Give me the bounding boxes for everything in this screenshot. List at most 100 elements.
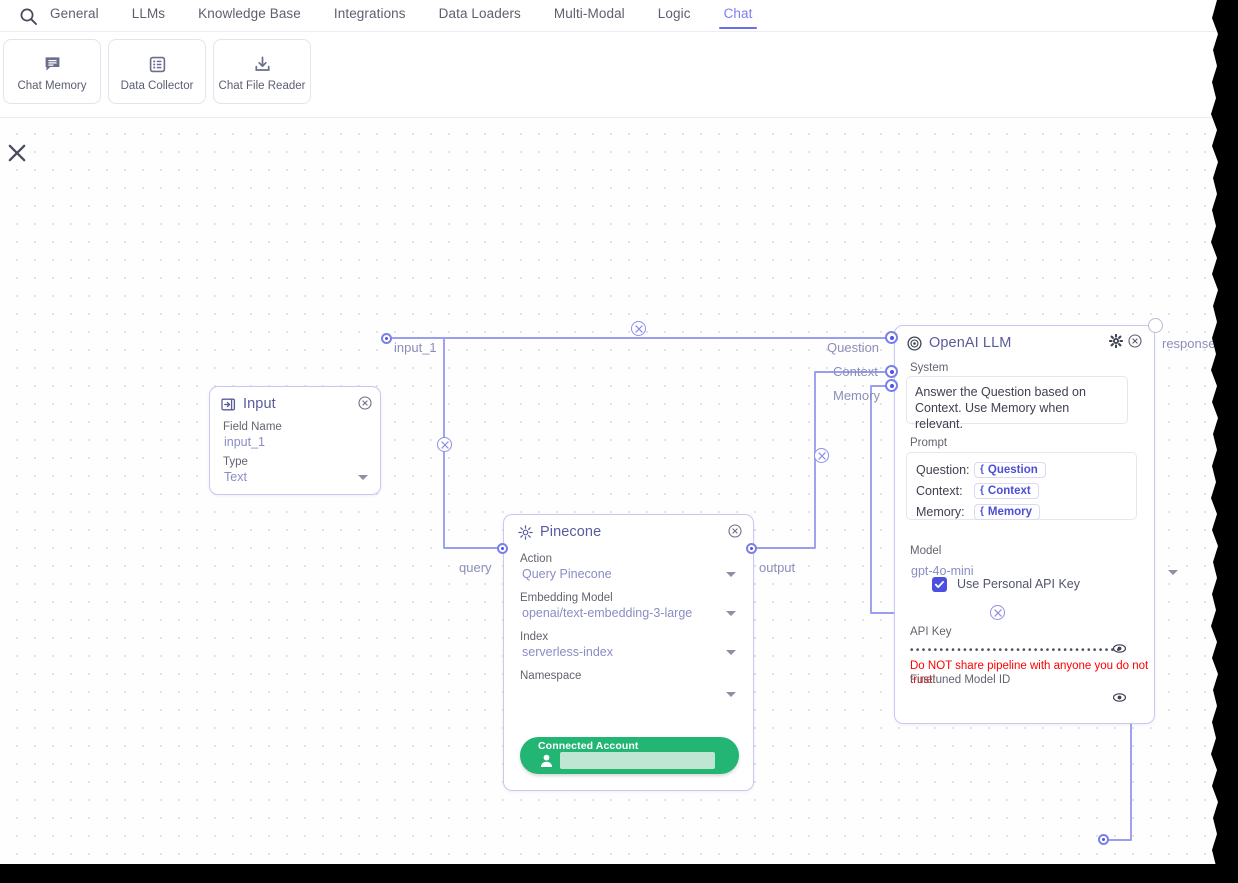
select-value: openai/text-embedding-3-large: [522, 606, 693, 620]
edge-delete-button[interactable]: [437, 437, 452, 452]
tab-logic[interactable]: Logic: [657, 5, 691, 21]
system-prompt-textarea[interactable]: Answer the Question based on Context. Us…: [906, 376, 1128, 431]
tab-llms[interactable]: LLMs: [131, 5, 166, 21]
close-icon[interactable]: [7, 143, 27, 163]
select-value: Text: [224, 470, 247, 484]
tab-multi-modal[interactable]: Multi-Modal: [553, 5, 625, 21]
tab-knowledge-base[interactable]: Knowledge Base: [198, 5, 301, 21]
edge-delete-button[interactable]: [814, 448, 829, 463]
pinecone-gear-icon: [518, 524, 533, 540]
braces-icon: {: [980, 485, 984, 496]
handle-openai-response-output[interactable]: [1148, 318, 1163, 333]
node-palette: Chat Memory Data Collector: [0, 39, 315, 104]
gear-icon[interactable]: [1108, 333, 1124, 349]
handle-openai-question-input[interactable]: [885, 331, 898, 344]
variable-chip-context[interactable]: { Context: [974, 482, 1039, 499]
field-value-type[interactable]: Text: [210, 470, 380, 484]
prompt-row-context: Context: { Context: [907, 480, 1136, 501]
chevron-down-icon: [358, 475, 368, 480]
prompt-row-question: Question: { Question: [907, 459, 1136, 480]
edge-delete-button[interactable]: [631, 321, 646, 336]
node-header: OpenAI LLM: [895, 326, 1154, 353]
palette-card-chat-file-reader[interactable]: Chat File Reader: [213, 39, 311, 104]
pipeline-canvas[interactable]: Input Field Name input_1 Type Text: [0, 118, 1224, 865]
edge-label-input-1: input_1: [394, 340, 437, 355]
connected-account-button[interactable]: Connected Account: [520, 737, 739, 774]
handle-openai-memory-input[interactable]: [885, 379, 898, 392]
field-label-api-key: API Key: [910, 626, 952, 638]
tab-general[interactable]: General: [50, 5, 99, 21]
connected-account-value: [560, 752, 715, 769]
field-value-namespace[interactable]: [504, 684, 753, 701]
node-header: Pinecone: [504, 515, 753, 542]
person-icon: [539, 753, 554, 768]
palette-card-label: Chat Memory: [17, 80, 87, 92]
field-label-namespace: Namespace: [520, 670, 582, 682]
finetuned-model-id-field[interactable]: [910, 690, 1106, 705]
variable-chip-question[interactable]: { Question: [974, 461, 1046, 478]
field-label-action: Action: [520, 553, 552, 565]
field-value-field-name[interactable]: input_1: [224, 435, 266, 449]
handle-input-output[interactable]: [381, 333, 392, 344]
chevron-down-icon: [726, 572, 736, 577]
chevron-down-icon: [726, 692, 736, 697]
chevron-down-icon: [726, 650, 736, 655]
prompt-key: Question:: [916, 462, 970, 477]
top-toolbar: General LLMs Knowledge Base Integrations…: [0, 0, 1224, 118]
tab-chat[interactable]: Chat: [718, 6, 758, 29]
chevron-down-icon: [726, 611, 736, 616]
field-label-finetuned-model-id: Finetuned Model ID: [910, 674, 1011, 686]
api-key-field[interactable]: ••••••••••••••••••••••••••••••••••••••: [910, 645, 1120, 656]
edge-label-question: Question: [827, 340, 880, 355]
tab-integrations[interactable]: Integrations: [333, 5, 406, 21]
prompt-key: Context:: [916, 483, 963, 498]
close-icon[interactable]: [1128, 334, 1142, 348]
node-title: Input: [243, 396, 276, 412]
show-finetuned-model-id-icon[interactable]: [1112, 691, 1127, 704]
use-personal-api-key-label: Use Personal API Key: [957, 577, 1080, 591]
palette-card-data-collector[interactable]: Data Collector: [108, 39, 206, 104]
show-api-key-icon[interactable]: [1112, 642, 1127, 655]
handle-pinecone-query-input[interactable]: [497, 543, 508, 554]
openai-logo-icon: [907, 335, 922, 351]
chip-label: Context: [987, 484, 1031, 497]
field-label-type: Type: [223, 456, 248, 468]
node-openai-llm[interactable]: OpenAI LLM: [894, 325, 1178, 724]
node-input[interactable]: Input Field Name input_1 Type Text: [209, 386, 381, 495]
close-icon[interactable]: [358, 396, 372, 410]
node-header-buttons: [358, 396, 372, 410]
palette-card-chat-memory[interactable]: Chat Memory: [3, 39, 101, 104]
palette-card-label: Data Collector: [120, 80, 194, 92]
field-value-action[interactable]: Query Pinecone: [504, 567, 753, 581]
chip-label: Memory: [987, 505, 1033, 518]
field-value-model[interactable]: gpt-4o-mini: [897, 564, 1178, 578]
node-pinecone[interactable]: Pinecone Action Query Pinecone Embeddin: [503, 514, 754, 791]
tab-bar-divider: [0, 31, 1224, 32]
field-value-index[interactable]: serverless-index: [504, 645, 753, 659]
use-personal-api-key-checkbox[interactable]: [932, 577, 947, 592]
edge-label-memory: Memory: [833, 388, 880, 403]
chip-label: Question: [987, 463, 1038, 476]
close-icon[interactable]: [728, 524, 742, 538]
field-value-embedding-model[interactable]: openai/text-embedding-3-large: [504, 606, 753, 620]
node-title: OpenAI LLM: [929, 335, 1012, 351]
edge-delete-button[interactable]: [990, 605, 1005, 620]
list-grid-icon: [148, 51, 167, 77]
handle-openai-context-input[interactable]: [885, 365, 898, 378]
tab-data-loaders[interactable]: Data Loaders: [438, 5, 521, 21]
handle-pinecone-output[interactable]: [746, 543, 757, 554]
node-header: Input: [210, 387, 380, 414]
handle-chat-memory-output[interactable]: [1098, 834, 1109, 845]
prompt-editor[interactable]: Question: { Question Context: { Context …: [906, 452, 1137, 520]
select-value: gpt-4o-mini: [911, 564, 974, 578]
field-label-system: System: [910, 362, 949, 374]
search-icon[interactable]: [6, 0, 50, 32]
connected-account-label: Connected Account: [538, 740, 639, 752]
field-label-embedding-model: Embedding Model: [520, 592, 613, 604]
input-arrow-icon: [221, 397, 236, 412]
chevron-down-icon: [1168, 570, 1178, 575]
api-key-warning: Do NOT share pipeline with anyone you do…: [910, 660, 1149, 686]
palette-card-label: Chat File Reader: [218, 80, 306, 92]
variable-chip-memory[interactable]: { Memory: [974, 503, 1041, 520]
